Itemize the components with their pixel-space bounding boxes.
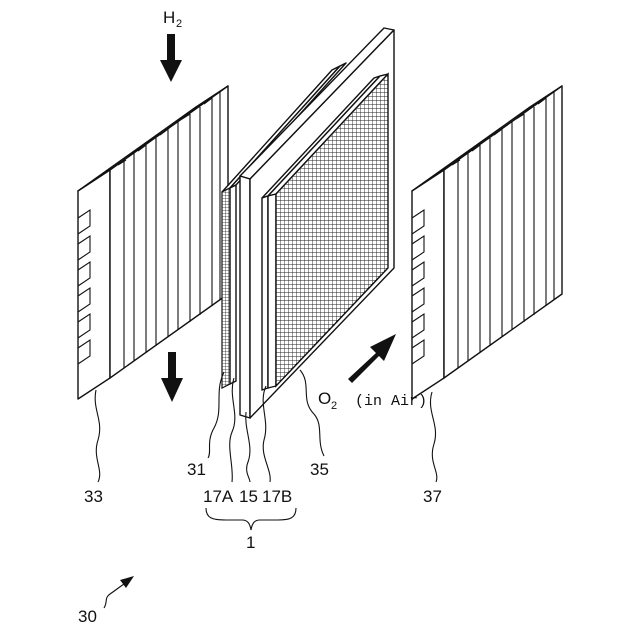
ref-35: 35 bbox=[310, 460, 329, 479]
hydrogen-subscript: 2 bbox=[176, 18, 182, 30]
hydrogen-label: H bbox=[163, 8, 175, 27]
cathode-separator-plate bbox=[412, 86, 562, 399]
hydrogen-outlet-arrow bbox=[161, 352, 183, 402]
anode-plate-front-face bbox=[78, 170, 110, 399]
oxygen-label: O bbox=[318, 389, 331, 408]
leader-35 bbox=[300, 370, 324, 456]
leader-33 bbox=[95, 390, 100, 482]
oxygen-inlet-arrow bbox=[348, 334, 396, 383]
leader-17a bbox=[230, 378, 235, 482]
leader-37 bbox=[430, 392, 436, 482]
ref-33: 33 bbox=[84, 487, 103, 506]
oxygen-subscript: 2 bbox=[331, 400, 337, 412]
hydrogen-inlet-arrow bbox=[160, 34, 182, 82]
ref-15: 15 bbox=[239, 487, 258, 506]
ref-17b: 17B bbox=[262, 487, 292, 506]
mea-brace bbox=[206, 508, 296, 530]
ref-30: 30 bbox=[78, 607, 97, 626]
leader-15 bbox=[246, 412, 250, 482]
ref-1: 1 bbox=[246, 533, 255, 552]
anode-separator-plate bbox=[78, 86, 228, 399]
ref-37: 37 bbox=[423, 487, 442, 506]
ref-17a: 17A bbox=[203, 487, 234, 506]
assembly-arrow bbox=[104, 576, 134, 608]
ref-31: 31 bbox=[187, 460, 206, 479]
